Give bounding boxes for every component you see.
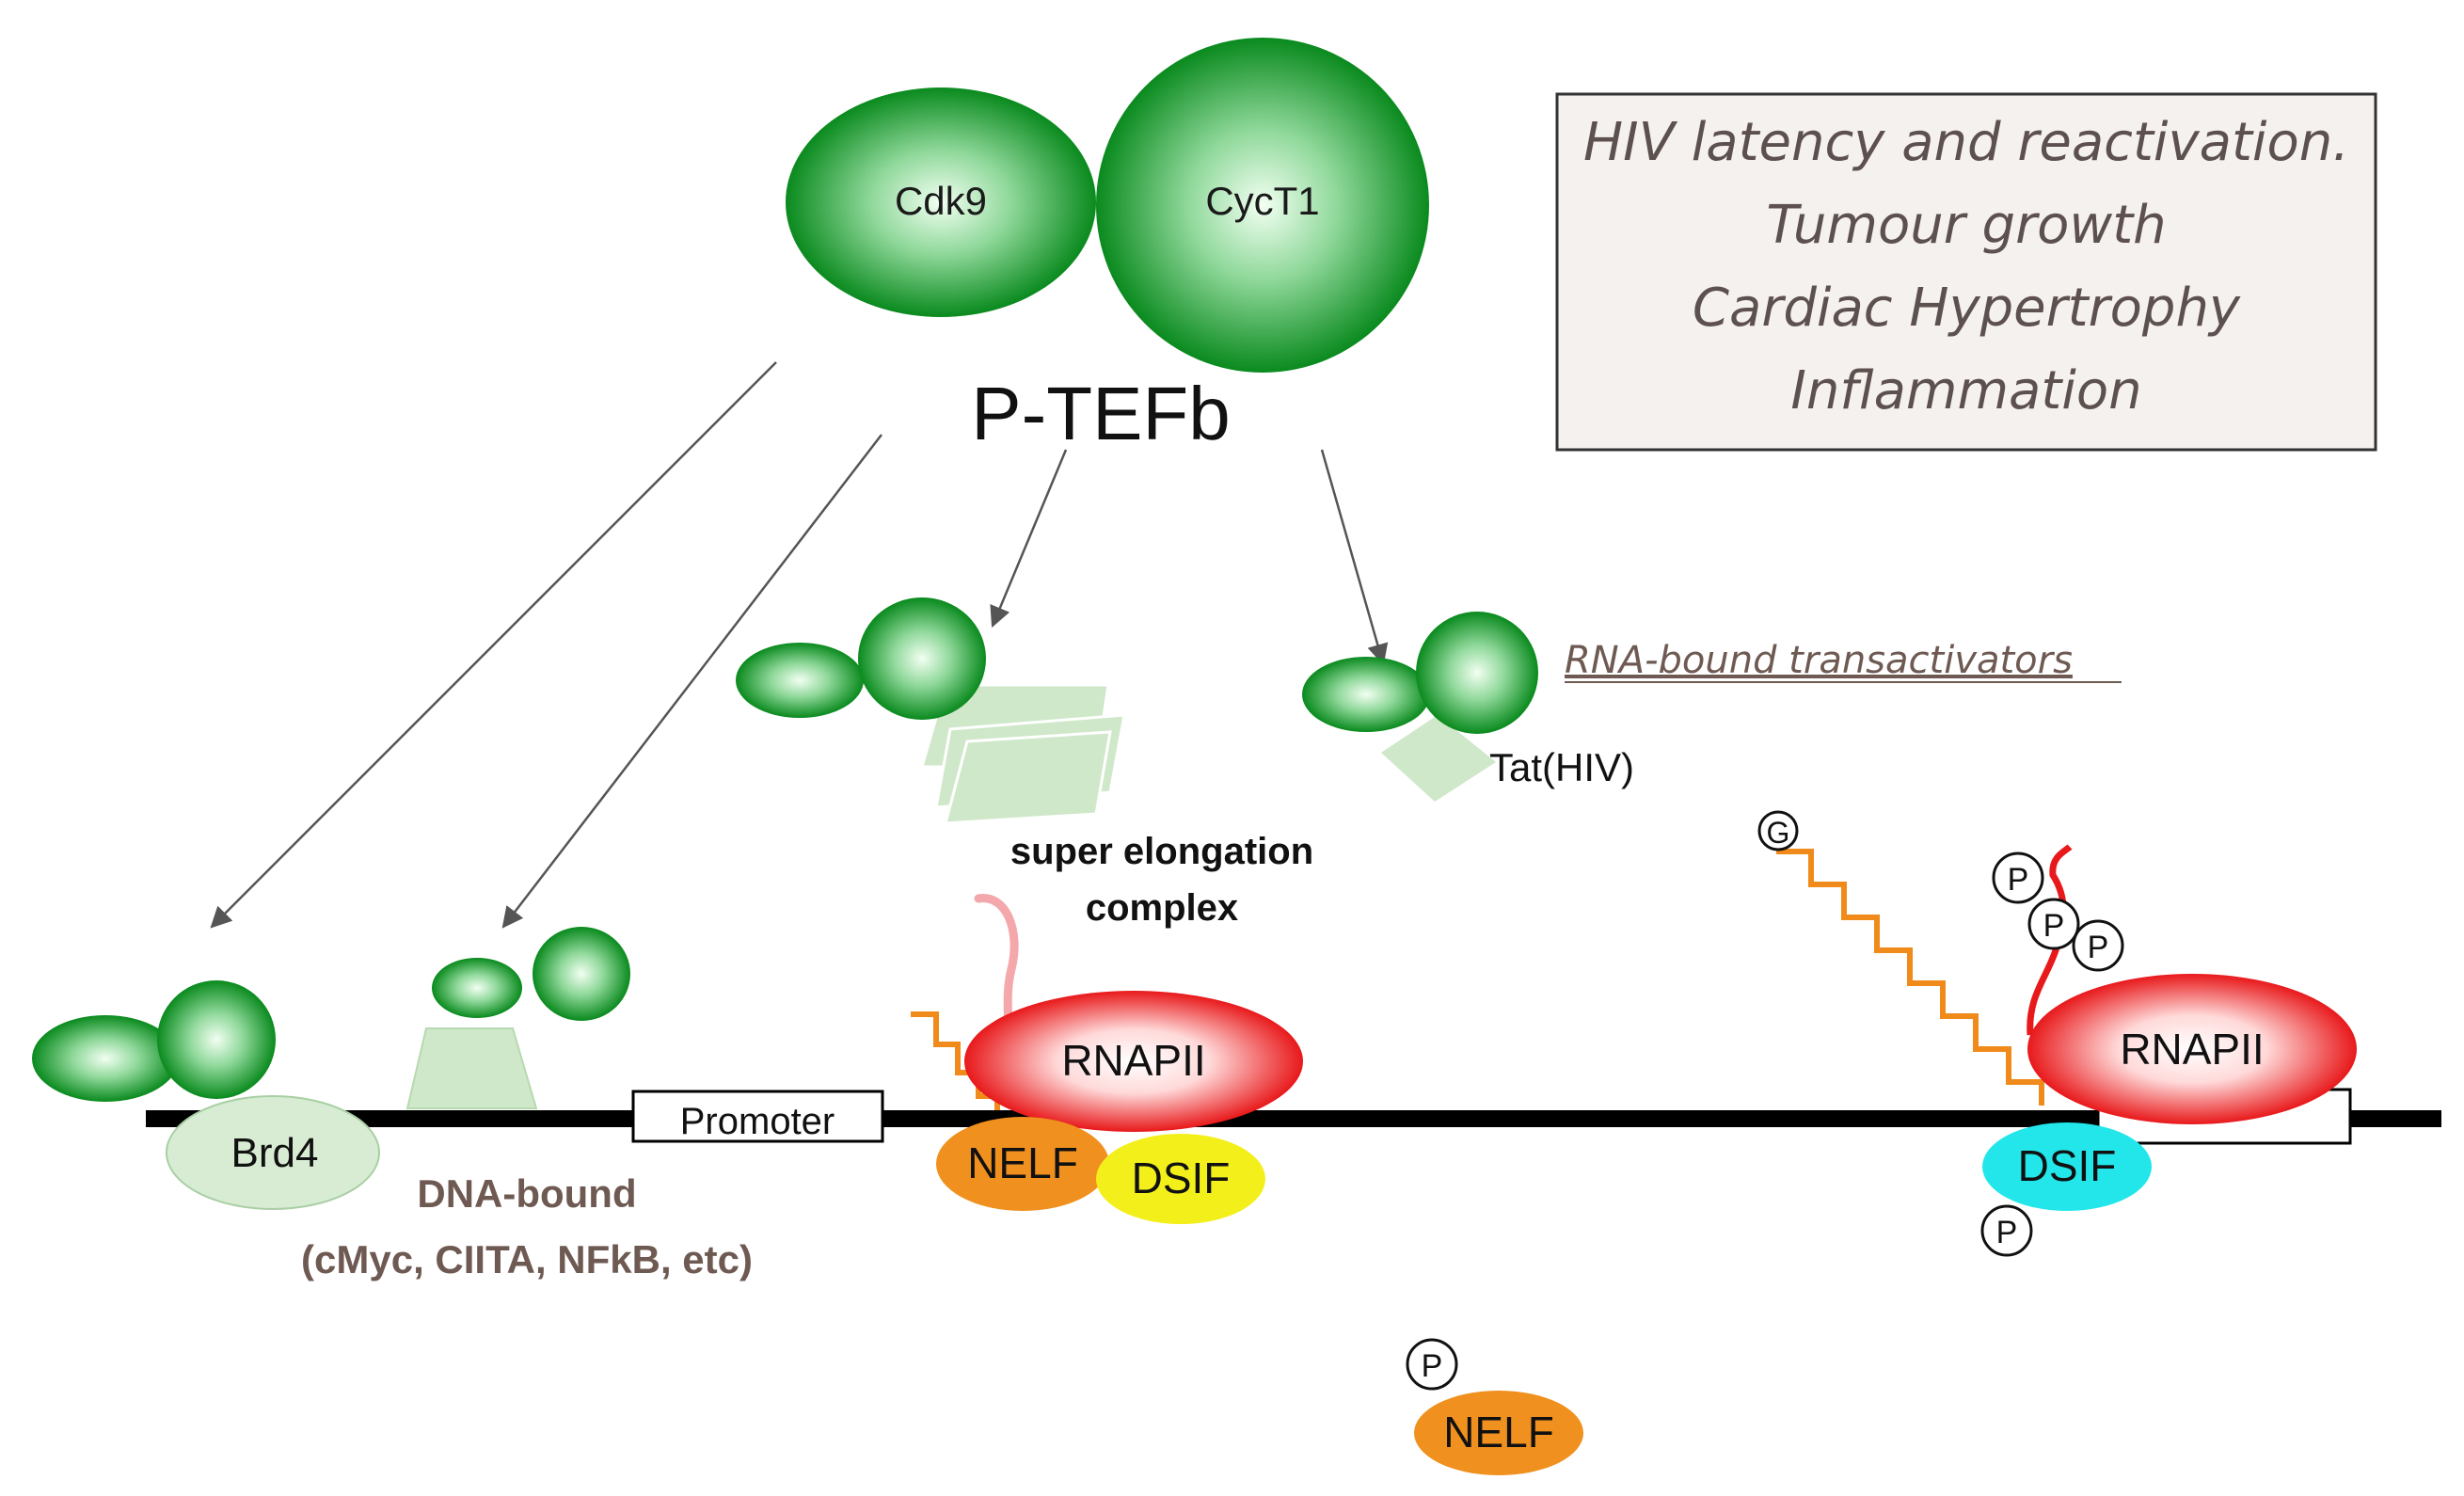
elongating-polymerase: G RNAPII DSIF P P P P: [1757, 810, 2357, 1257]
arrow-to-tat: [1320, 449, 1389, 666]
promoter-label: Promoter: [680, 1101, 835, 1142]
ptefb-complex: Cdk9 CycT1 P-TEFb: [786, 38, 1429, 455]
nelf-phospho: P: [1406, 1338, 1458, 1391]
g-cap-label: G: [1767, 816, 1790, 850]
nelf-left: [936, 1117, 1109, 1211]
arrows: [210, 361, 1389, 929]
dna-bound-cdk9: [432, 958, 522, 1018]
sec-cyct1: [858, 597, 986, 720]
cdk9-label: Cdk9: [895, 179, 987, 223]
sec-cdk9: [736, 643, 864, 718]
rnapii-left-label: RNAPII: [1061, 1036, 1205, 1085]
rna-bound-label: RNA-bound transactivators: [1565, 639, 2073, 682]
tat-group: Tat(HIV) RNA-bound transactivators: [1302, 612, 2122, 802]
sec-label-2: complex: [1086, 887, 1238, 929]
info-line-hiv: HIV latency and reactivation.: [1583, 112, 2349, 173]
dsif-right: [1982, 1122, 2152, 1211]
sec-group: super elongation complex: [736, 597, 1313, 929]
released-nelf: NELF P: [1406, 1338, 1583, 1475]
dna-bound-cyct1: [533, 927, 630, 1021]
brd4-label: Brd4: [231, 1130, 319, 1176]
info-box-frame: [1555, 92, 2377, 452]
tat-factor: [1381, 715, 1496, 802]
phospho-circle: [2072, 919, 2124, 972]
phospho-circle: [2027, 898, 2080, 950]
sec-plate-front: [944, 730, 1112, 825]
phospho-circle: [1992, 851, 2044, 904]
promoter-box: [631, 1090, 884, 1143]
phospho-label: P: [2008, 862, 2029, 898]
dsif-left: [1096, 1134, 1265, 1224]
brd4-cyct1: [157, 980, 276, 1099]
info-box: HIV latency and reactivation. Tumour gro…: [1555, 92, 2377, 452]
phospho-label: P: [1996, 1215, 2018, 1250]
info-line-cardiac: Cardiac Hypertrophy: [1693, 278, 2241, 339]
brd4-cdk9: [32, 1015, 179, 1102]
cyct1-label: CycT1: [1205, 179, 1319, 223]
dna-bound-label-1: DNA-bound: [417, 1171, 636, 1216]
dsif-phospho: P: [1980, 1204, 2033, 1257]
ctd-phospho-2: P: [2027, 898, 2080, 950]
rnapii-right-label: RNAPII: [2120, 1025, 2264, 1074]
paused-polymerase: RNAPII NELF DSIF: [911, 894, 1303, 1224]
g-cap: G: [1757, 810, 1799, 851]
rnapii-right: [2027, 974, 2357, 1124]
dna-bound-factor: [405, 1027, 538, 1109]
nelf-bottom: [1414, 1391, 1583, 1475]
dna-bound-label-2: (cMyc, CIITA, NFkB, etc): [301, 1237, 753, 1281]
info-line-inflammation: Inflammation: [1790, 360, 2141, 422]
ptefb-title: P-TEFb: [971, 372, 1231, 455]
nelf-left-label: NELF: [967, 1138, 1078, 1187]
nelf-bottom-label: NELF: [1443, 1408, 1554, 1456]
ctd-phospho-1: P: [1992, 851, 2044, 904]
promoter: Promoter: [631, 1090, 884, 1143]
arrow-to-dna-bound: [501, 434, 882, 929]
rnapii-left: [964, 991, 1303, 1132]
tat-cdk9: [1302, 657, 1430, 732]
phospho-circle: [1406, 1338, 1458, 1391]
sec-label-1: super elongation: [1010, 831, 1313, 872]
arrow-to-sec: [990, 449, 1068, 629]
phospho-circle: [1980, 1204, 2033, 1257]
phospho-label: P: [2088, 930, 2109, 965]
brd4: [166, 1095, 380, 1210]
elongating-nascent-rna: [1776, 849, 2044, 1106]
arrow-to-brd4: [210, 361, 777, 929]
g-cap-circle: [1757, 810, 1799, 851]
ctd-phospho-3: P: [2072, 919, 2124, 972]
info-line-tumour: Tumour growth: [1766, 195, 2166, 256]
dna-bound-group: DNA-bound (cMyc, CIITA, NFkB, etc): [301, 927, 753, 1281]
tat-cyct1: [1416, 612, 1538, 734]
dsif-left-label: DSIF: [1132, 1154, 1231, 1202]
dsif-right-label: DSIF: [2018, 1141, 2117, 1190]
phospho-label: P: [2043, 908, 2065, 944]
tat-label: Tat(HIV): [1489, 745, 1634, 789]
cdk9-subunit: [786, 88, 1096, 317]
brd4-group: Brd4: [32, 980, 380, 1210]
cyct1-subunit: [1096, 38, 1429, 373]
phospho-label: P: [1422, 1348, 1443, 1384]
